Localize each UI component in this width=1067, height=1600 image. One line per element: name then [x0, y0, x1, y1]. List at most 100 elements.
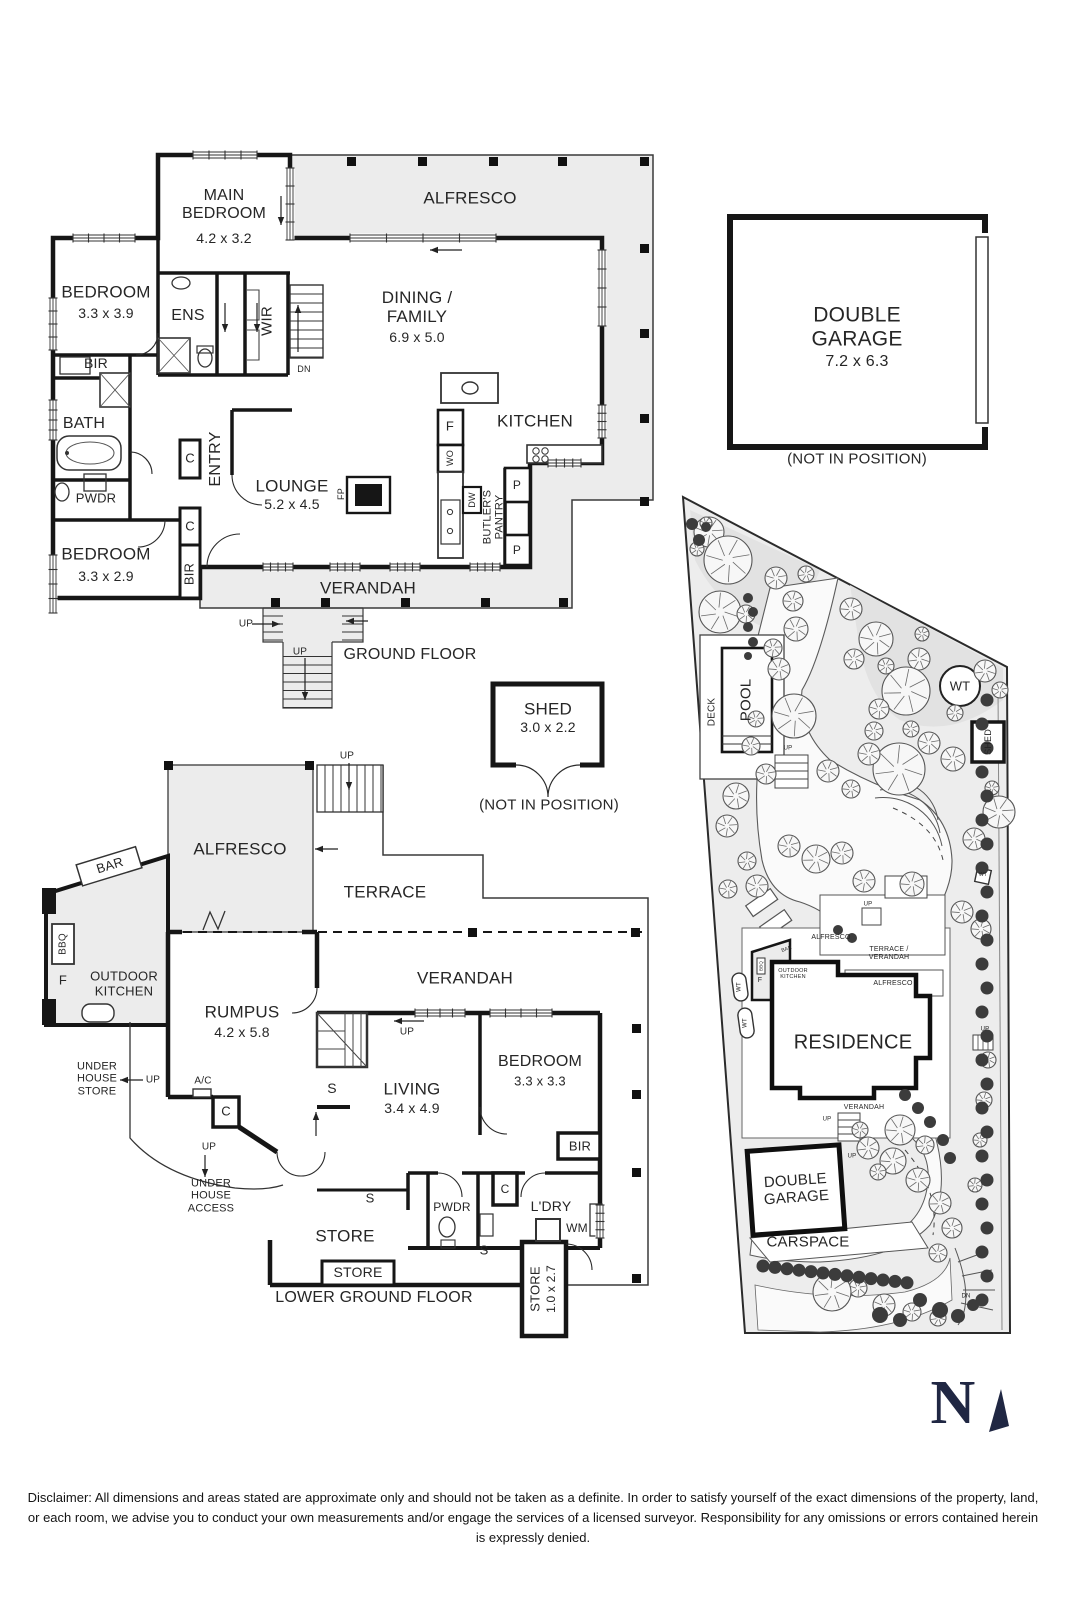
- label-lgf-fridge: F: [58, 972, 68, 988]
- label-gf-ens: ENS: [171, 306, 205, 324]
- label-gf-wo: WO: [444, 450, 455, 466]
- label-site-wt-p1: WT: [736, 982, 743, 992]
- label-gf-dining-dims: 6.9 x 5.0: [389, 329, 445, 346]
- label-gf-p2: P: [512, 543, 522, 558]
- label-lgf-up-stair: UP: [399, 1026, 415, 1038]
- label-gf-dw: DW: [466, 492, 477, 508]
- label-lgf-ac: A/C: [194, 1075, 212, 1087]
- label-gf-dining: DINING / FAMILY: [381, 287, 453, 326]
- label-site-up5: UP: [783, 745, 793, 752]
- label-lgf-rumpus-dims: 4.2 x 5.8: [214, 1024, 270, 1041]
- label-site-wt: WT: [949, 678, 971, 694]
- label-lgf-living: LIVING: [383, 1079, 441, 1099]
- label-lgf-store: STORE: [315, 1226, 375, 1246]
- label-lgf-under-house-store: UNDER HOUSE STORE: [76, 1060, 118, 1098]
- label-gf-main-bedroom: MAIN BEDROOM: [181, 186, 267, 222]
- label-site-f: F: [757, 977, 763, 985]
- label-site-outdoor-kitchen: OUTDOOR KITCHEN: [778, 967, 808, 980]
- label-lgf-s2: S: [365, 1190, 375, 1206]
- label-lgf-under-house-access: UNDER HOUSE ACCESS: [187, 1177, 235, 1215]
- label-site-up4: UP: [847, 1153, 857, 1160]
- label-gf-dn: DN: [297, 363, 311, 374]
- label-lgf-bbq: BBQ: [57, 933, 69, 955]
- label-garage-dims: 7.2 x 6.3: [825, 352, 889, 370]
- label-gf-verandah: VERANDAH: [319, 578, 417, 598]
- label-gf-fp: FP: [335, 488, 346, 500]
- label-gf-bedroom1-dims: 3.3 x 3.9: [78, 305, 134, 322]
- site-trees: [689, 516, 1016, 1327]
- label-gf-butlers-pantry: BUTLER'S PANTRY: [481, 489, 506, 545]
- label-lgf-ldry: L'DRY: [530, 1198, 572, 1215]
- label-shed-dims: 3.0 x 2.2: [520, 719, 576, 736]
- label-site-dn: DN: [961, 1293, 971, 1300]
- label-lgf-verandah: VERANDAH: [416, 968, 514, 988]
- label-gf-fridge: F: [445, 418, 455, 434]
- label-gf-pwdr: PWDR: [75, 490, 117, 506]
- label-lgf-up-uhs: UP: [145, 1074, 161, 1086]
- label-site-up1: UP: [863, 901, 873, 908]
- label-gf-up2: UP: [292, 646, 308, 658]
- label-site-alfresco2: ALFRESCO: [873, 980, 913, 988]
- double-garage-plan: [727, 214, 993, 450]
- label-lgf-bedroom: BEDROOM: [497, 1052, 583, 1070]
- shed-plan: [490, 681, 605, 798]
- label-gf-c1: C: [185, 450, 195, 466]
- ground-floor-plan: [50, 152, 654, 709]
- label-lgf-terrace: TERRACE: [343, 882, 427, 902]
- label-site-alfresco1: ALFRESCO: [811, 934, 851, 942]
- label-lgf-s3: S: [479, 1242, 489, 1258]
- label-site-up2: UP: [980, 1026, 990, 1033]
- label-gf-bedroom2: BEDROOM: [61, 544, 151, 564]
- label-gf-bedroom2-dims: 3.3 x 2.9: [78, 568, 134, 585]
- label-site-wt-p2: WT: [742, 1018, 749, 1028]
- label-lgf-c1: C: [221, 1103, 231, 1119]
- label-lgf-s1: S: [327, 1080, 337, 1097]
- label-shed-name: SHED: [523, 699, 573, 719]
- label-lgf-alfresco: ALFRESCO: [193, 839, 287, 859]
- label-lgf-pwdr: PWDR: [433, 1200, 471, 1215]
- label-lgf-living-dims: 3.4 x 4.9: [384, 1100, 440, 1117]
- label-gf-bir2: BIR: [181, 562, 197, 586]
- label-site-wt-small: WT: [978, 872, 988, 879]
- label-site-verandah: VERANDAH: [843, 1104, 885, 1112]
- lower-ground-floor-glyphs: [120, 761, 641, 1283]
- label-gf-bath: BATH: [62, 414, 106, 432]
- label-gf-alfresco: ALFRESCO: [423, 188, 517, 208]
- label-site-terrace-verandah: TERRACE / VERANDAH: [868, 946, 910, 961]
- disclaimer-text: Disclaimer: All dimensions and areas sta…: [27, 1490, 1039, 1546]
- label-gf-kitchen: KITCHEN: [496, 411, 574, 431]
- label-gf-bedroom1: BEDROOM: [61, 282, 151, 302]
- label-site-residence: RESIDENCE: [793, 1031, 913, 1054]
- label-gf-main-bedroom-dims: 4.2 x 3.2: [196, 230, 252, 247]
- label-site-up3: UP: [822, 1116, 832, 1123]
- label-site-pool: POOL: [737, 678, 755, 722]
- site-shrubs: [686, 518, 994, 1327]
- label-gf-bir1: BIR: [84, 355, 108, 372]
- label-lgf-title: LOWER GROUND FLOOR: [275, 1288, 473, 1306]
- label-gf-lounge-dims: 5.2 x 4.5: [264, 496, 320, 513]
- label-gf-entry: ENTRY: [206, 431, 224, 487]
- north-arrow-icon: [989, 1389, 1009, 1432]
- label-site-deck: DECK: [706, 697, 718, 727]
- label-garage-note: (NOT IN POSITION): [787, 450, 927, 468]
- label-gf-c2: C: [185, 518, 195, 534]
- label-gf-wir: WIR: [258, 306, 276, 336]
- label-lgf-up-top: UP: [339, 750, 355, 762]
- label-north-n: N: [930, 1368, 976, 1437]
- label-garage-name: DOUBLE GARAGE: [811, 303, 903, 350]
- label-lgf-store2: STORE: [527, 1266, 543, 1312]
- label-lgf-wm: WM: [566, 1221, 588, 1236]
- label-site-carspace: CARSPACE: [766, 1233, 850, 1251]
- label-lgf-store2-dims: 1.0 x 2.7: [544, 1265, 559, 1313]
- label-lgf-bir: BIR: [568, 1138, 592, 1154]
- label-shed-note: (NOT IN POSITION): [479, 796, 619, 814]
- label-lgf-bedroom-dims: 3.3 x 3.3: [514, 1073, 566, 1089]
- label-gf-up1: UP: [238, 618, 254, 630]
- ground-floor-glyphs: [48, 150, 649, 708]
- label-lgf-c2: C: [500, 1182, 510, 1197]
- label-site-garage: DOUBLE GARAGE: [763, 1169, 830, 1209]
- label-gf-lounge: LOUNGE: [255, 476, 329, 496]
- label-lgf-outdoor-kitchen: OUTDOOR KITCHEN: [90, 968, 158, 998]
